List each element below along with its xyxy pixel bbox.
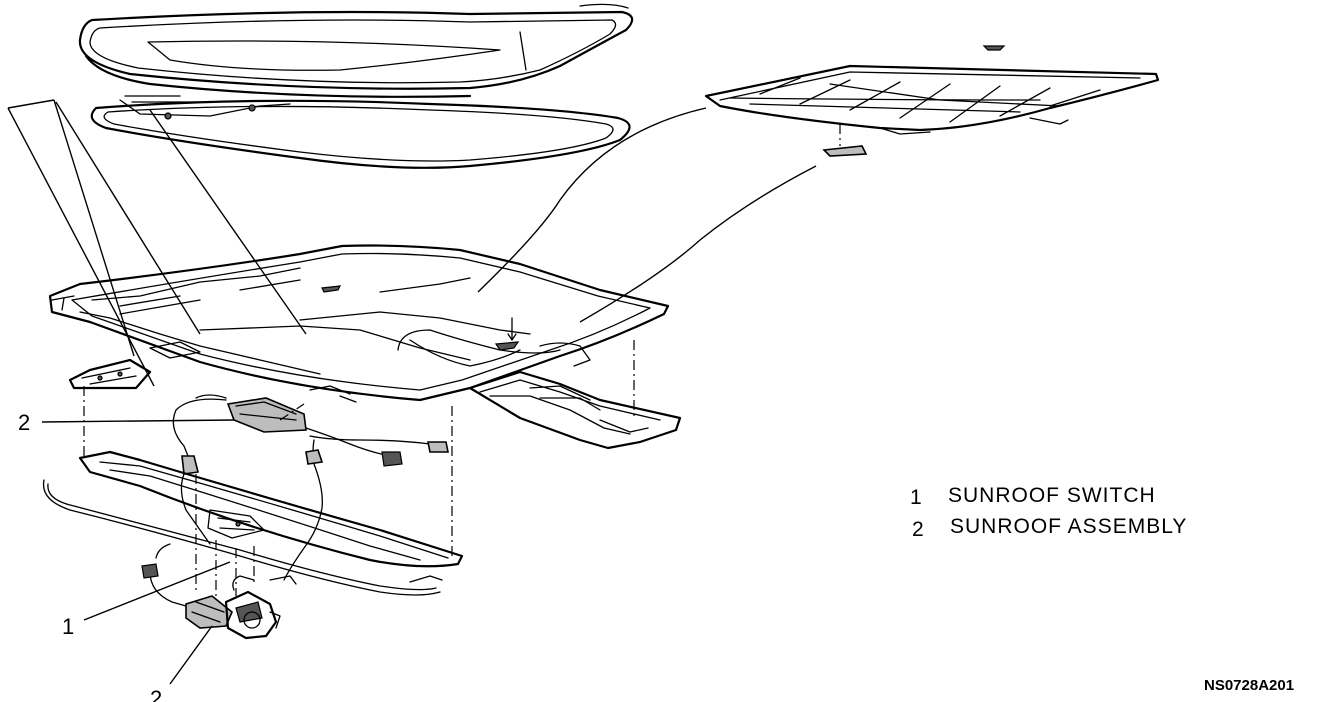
sunroof-track-tray	[468, 370, 682, 450]
sunroof-glass-panel	[78, 3, 634, 98]
callout-number-2-lower: 2	[150, 686, 162, 702]
figure-code: NS0728A201	[1204, 677, 1294, 694]
sunroof-lower-rail	[42, 450, 464, 596]
sunroof-main-frame	[48, 244, 670, 402]
callout-number-2: 2	[18, 410, 30, 435]
sunroof-wiring-harness	[172, 394, 449, 581]
sunroof-motor	[141, 543, 281, 640]
callout-leaders	[41, 419, 235, 685]
callout-number-1: 1	[62, 614, 74, 639]
legend-item-number-1: 1	[910, 486, 923, 509]
guide-lines	[7, 99, 817, 387]
sunroof-front-channel	[68, 341, 357, 403]
legend-item-number-2: 2	[912, 518, 925, 541]
legend: 1 SUNROOF SWITCH 2 SUNROOF ASSEMBLY	[910, 484, 1187, 541]
sunshade-panel	[704, 45, 1160, 157]
legend-item-label-2: SUNROOF ASSEMBLY	[950, 515, 1187, 538]
legend-item-label-1: SUNROOF SWITCH	[948, 484, 1156, 507]
alignment-lines	[83, 124, 841, 600]
sunroof-seal-frame	[90, 95, 631, 169]
